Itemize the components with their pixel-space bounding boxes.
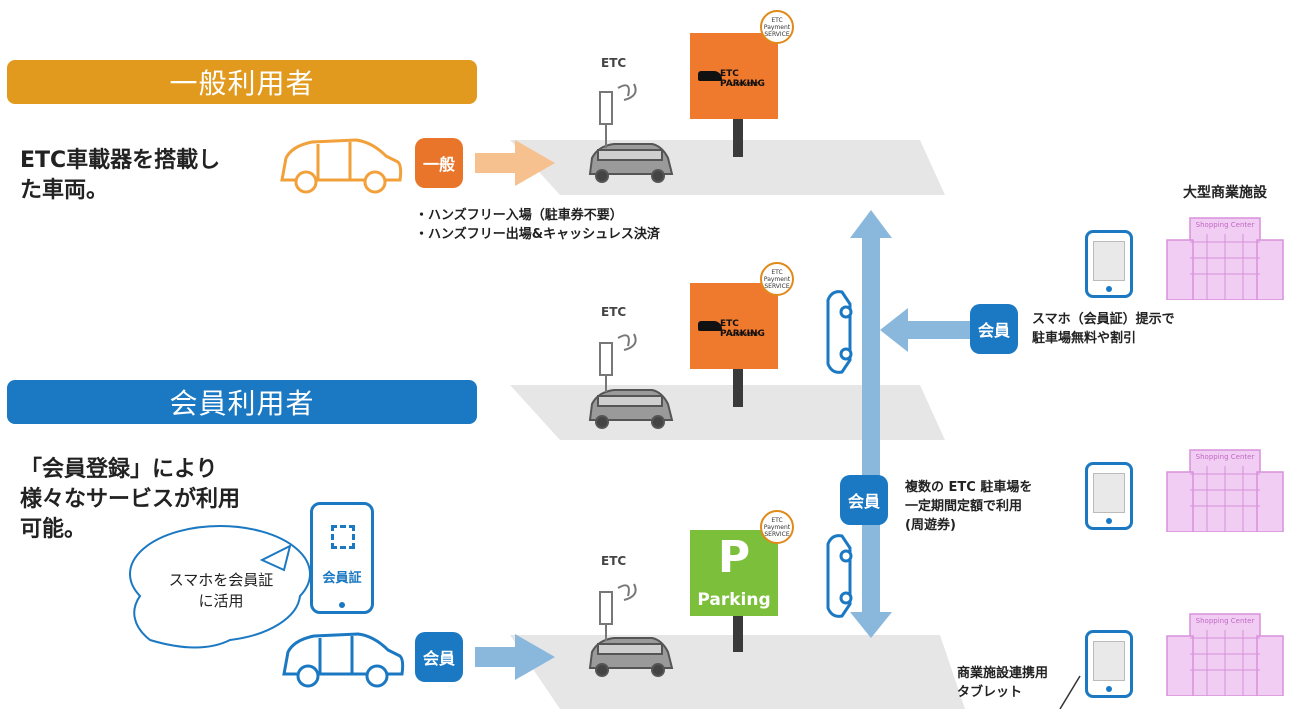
member-tag-service1: 会員: [970, 304, 1018, 354]
member-description-line1: 「会員登録」により: [20, 457, 218, 482]
member-description-line2: 様々なサービスが利用: [20, 487, 241, 512]
shopping-building-icon-1: Shopping Center: [1165, 212, 1285, 301]
grey-car-middle-icon: [588, 389, 674, 429]
building-sign-2: Shopping Center: [1195, 453, 1255, 461]
etc-antenna-middle-icon: [599, 333, 637, 392]
general-benefits: ・ハンズフリー入場（駐車券不要） ・ハンズフリー出場&キャッシュレス決済: [415, 206, 660, 244]
etc-antenna-bottom-icon: [599, 583, 637, 641]
sign-post-middle: [733, 365, 743, 407]
service1-line2: 駐車場無料や割引: [1032, 331, 1137, 346]
general-description-line2: た車両。: [20, 178, 109, 203]
member-entry-arrow: [475, 634, 555, 680]
etc-label-top: ETC: [601, 56, 627, 70]
member-tag-service2: 会員: [840, 475, 888, 525]
tablet-label-line2: タブレット: [957, 685, 1023, 700]
phone-home-button: [339, 602, 345, 608]
member-user-banner: 会員利用者: [7, 380, 477, 424]
member-description: 「会員登録」により 様々なサービスが利用 可能。: [20, 455, 240, 545]
etc-label-bottom: ETC: [601, 554, 627, 568]
service2-text: 複数の ETC 駐車場を 一定期間定額で利用 (周遊券): [905, 478, 1032, 535]
tablet-pointer-line: [1059, 675, 1081, 709]
orange-car-icon: [280, 138, 403, 194]
phone-qr-icon: [331, 525, 355, 549]
general-entry-arrow: [475, 140, 555, 186]
service2-line2: 一定期間定額で利用: [905, 499, 1023, 514]
member-description-line3: 可能。: [20, 517, 87, 542]
platform-top: [510, 140, 945, 195]
tablet-icon-1: [1085, 230, 1133, 298]
benefit-handsfree-entry: ・ハンズフリー入場（駐車券不要）: [415, 208, 623, 223]
bubble-line1: スマホを会員証: [168, 571, 274, 589]
bubble-line2: に活用: [198, 592, 244, 610]
side-car-lower-icon: [826, 534, 853, 618]
member-card-label: 会員証: [322, 571, 362, 586]
parking-word: Parking: [697, 590, 771, 610]
etc-parking-sign-middle: ETC PARKING & PAYMENT: [690, 283, 778, 369]
speech-bubble: [129, 525, 311, 649]
tablet-label-line1: 商業施設連携用: [957, 666, 1049, 681]
etc-parking-subtext: & PAYMENT: [730, 332, 759, 338]
parking-letter: P: [717, 532, 751, 583]
tablet-label: 商業施設連携用 タブレット: [957, 664, 1048, 702]
sign-car-icon: [698, 321, 722, 331]
service1-line1: スマホ（会員証）提示で: [1032, 312, 1175, 327]
member-service-arrow: [880, 308, 970, 352]
tablet-icon-2: [1085, 462, 1133, 530]
member-tag-bottom: 会員: [415, 632, 463, 682]
sign-car-icon: [698, 71, 722, 81]
parking-sign-bottom: P Parking: [690, 530, 778, 616]
etc-parking-sign-top: ETC PARKING & PAYMENT: [690, 33, 778, 119]
service2-line1: 複数の ETC 駐車場を: [905, 480, 1033, 495]
benefit-handsfree-exit: ・ハンズフリー出場&キャッシュレス決済: [415, 227, 660, 242]
grey-car-bottom-icon: [588, 637, 674, 677]
etc-parking-text: ETC PARKING: [720, 319, 765, 339]
grey-car-top-icon: [588, 143, 674, 183]
blue-car-icon: [282, 632, 405, 688]
member-phone-icon: 会員証: [310, 502, 374, 614]
shopping-building-icon-2: Shopping Center: [1165, 444, 1285, 533]
service1-text: スマホ（会員証）提示で 駐車場無料や割引: [1032, 310, 1175, 348]
side-car-upper-icon: [826, 290, 853, 374]
general-user-banner: 一般利用者: [7, 60, 477, 104]
etc-antenna-top-icon: [599, 83, 637, 148]
general-tag: 一般: [415, 138, 463, 188]
shopping-facility-title: 大型商業施設: [1183, 185, 1267, 201]
etc-parking-subtext: & PAYMENT: [730, 82, 759, 88]
sign-post-bottom: [733, 612, 743, 652]
speech-bubble-text: スマホを会員証 に活用: [146, 570, 296, 612]
shopping-building-icon-3: Shopping Center: [1165, 608, 1285, 697]
general-description-line1: ETC車載器を搭載し: [20, 148, 221, 173]
etc-parking-text: ETC PARKING: [720, 69, 765, 89]
building-sign-1: Shopping Center: [1195, 221, 1255, 229]
sign-post-top: [733, 115, 743, 157]
etc-label-middle: ETC: [601, 305, 627, 319]
building-sign-3: Shopping Center: [1195, 617, 1255, 625]
tablet-icon-3: [1085, 630, 1133, 698]
service2-line3: (周遊券): [905, 518, 956, 533]
general-description: ETC車載器を搭載し た車両。: [20, 146, 220, 206]
